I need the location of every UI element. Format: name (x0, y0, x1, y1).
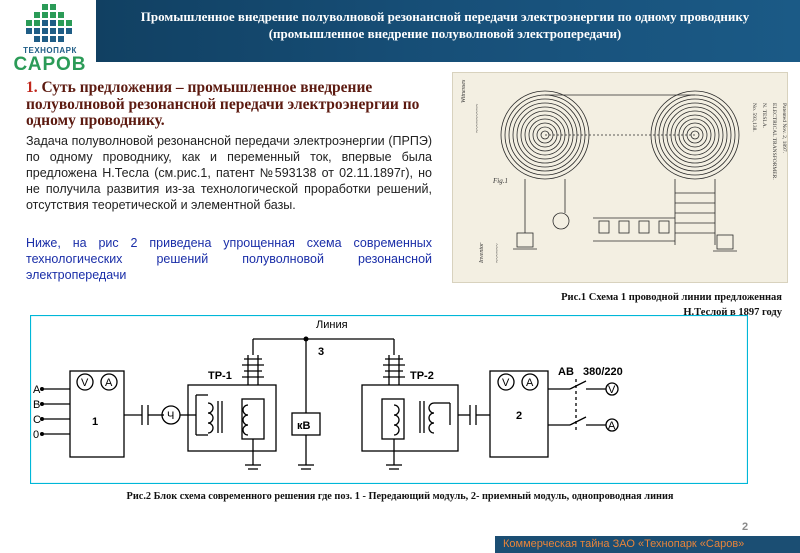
slide-title-line1: Промышленное внедрение полуволновой резо… (140, 9, 750, 24)
footer-confidential: Коммерческая тайна ЗАО «Технопарк «Саров… (495, 536, 800, 553)
label-output-ammeter: A (608, 420, 616, 432)
label-output-voltmeter: V (608, 384, 616, 396)
svg-text:Fig.1: Fig.1 (492, 177, 508, 185)
paragraph-description: Задача полуволновой резонансной передачи… (26, 134, 432, 212)
svg-text:~~~~~~~~~: ~~~~~~~~~ (475, 103, 481, 133)
label-phase-b: В (33, 399, 40, 411)
figure1-caption-line2: Н.Теслой в 1897 году (683, 307, 782, 318)
module-2-box (489, 370, 549, 458)
ammeter-1 (100, 373, 118, 391)
figure1-caption-line1: Рис.1 Схема 1 проводной линии предложенн… (561, 292, 782, 303)
logo: ТЕХНОПАРК САРОВ (0, 0, 96, 80)
voltmeter-2 (497, 373, 515, 391)
svg-text:N. TESLA.: N. TESLA. (761, 103, 767, 129)
header-bar: Промышленное внедрение полуволновой резо… (0, 0, 800, 62)
label-module-1: 1 (92, 416, 98, 428)
label-neutral: 0 (33, 429, 39, 441)
label-tr1: ТР-1 (208, 370, 232, 382)
label-voltmeter-1: V (81, 377, 89, 389)
logo-text-top: ТЕХНОПАРК (23, 46, 77, 55)
tesla-patent-figure: Witnesses ~~~~~~~~~ Inventor ~~~~~~ Fig.… (452, 72, 788, 283)
label-module-2: 2 (516, 410, 522, 422)
slide-title: Промышленное внедрение полуволновой резо… (100, 8, 790, 42)
page-number: 2 (742, 521, 749, 533)
block-diagram-figure: Линия 3 ТР-1 ТР-2 АВ 380/220 1 2 кВ А В … (29, 314, 749, 485)
voltmeter-1 (76, 373, 94, 391)
ammeter-2 (521, 373, 539, 391)
section-title: 1. Суть предложения – промышленное внедр… (26, 79, 436, 130)
label-voltage: 380/220 (583, 366, 623, 378)
svg-text:Witnesses: Witnesses (461, 79, 467, 103)
paragraph-note: Ниже, на рис 2 приведена упрощенная схем… (26, 236, 432, 282)
label-phase-a: А (33, 384, 41, 396)
label-av: АВ (558, 366, 574, 378)
tesla-patent-drawing: Witnesses ~~~~~~~~~ Inventor ~~~~~~ Fig.… (461, 79, 787, 264)
svg-text:No. 593,138.: No. 593,138. (751, 103, 757, 132)
label-line: Линия (316, 319, 348, 331)
logo-dots-icon (26, 4, 72, 42)
figure1-caption: Рис.1 Схема 1 проводной линии предложенн… (470, 290, 782, 320)
label-frequency-meter: Ч (167, 410, 174, 422)
svg-text:ELECTRICAL TRANSFORMER.: ELECTRICAL TRANSFORMER. (771, 103, 777, 180)
logo-text-bottom: САРОВ (13, 54, 87, 75)
label-ammeter-2: A (526, 377, 534, 389)
svg-text:Patented Nov. 2, 1897.: Patented Nov. 2, 1897. (781, 103, 787, 154)
label-tr2: ТР-2 (410, 370, 434, 382)
figure2-caption: Рис.2 Блок схема современного решения гд… (126, 491, 674, 502)
slide-title-line2: (промышленное внедрение полуволновой эле… (268, 26, 622, 41)
section-title-text: Суть предложения – промышленное внедрени… (26, 79, 420, 129)
label-voltmeter-2: V (502, 377, 510, 389)
label-ammeter-1: A (105, 377, 113, 389)
tr2-box (361, 384, 459, 452)
label-position-3: 3 (318, 346, 324, 358)
diagram-frame (29, 314, 749, 485)
svg-text:Inventor: Inventor (479, 242, 485, 264)
block-diagram-svg: Линия 3 ТР-1 ТР-2 АВ 380/220 1 2 кВ А В … (29, 314, 749, 485)
module-1-box (69, 370, 125, 458)
label-phase-c: С (33, 414, 41, 426)
tr1-box (187, 384, 277, 452)
section-number: 1. (26, 79, 38, 96)
svg-text:~~~~~~: ~~~~~~ (495, 243, 501, 263)
label-kv-meter: кВ (297, 420, 311, 432)
